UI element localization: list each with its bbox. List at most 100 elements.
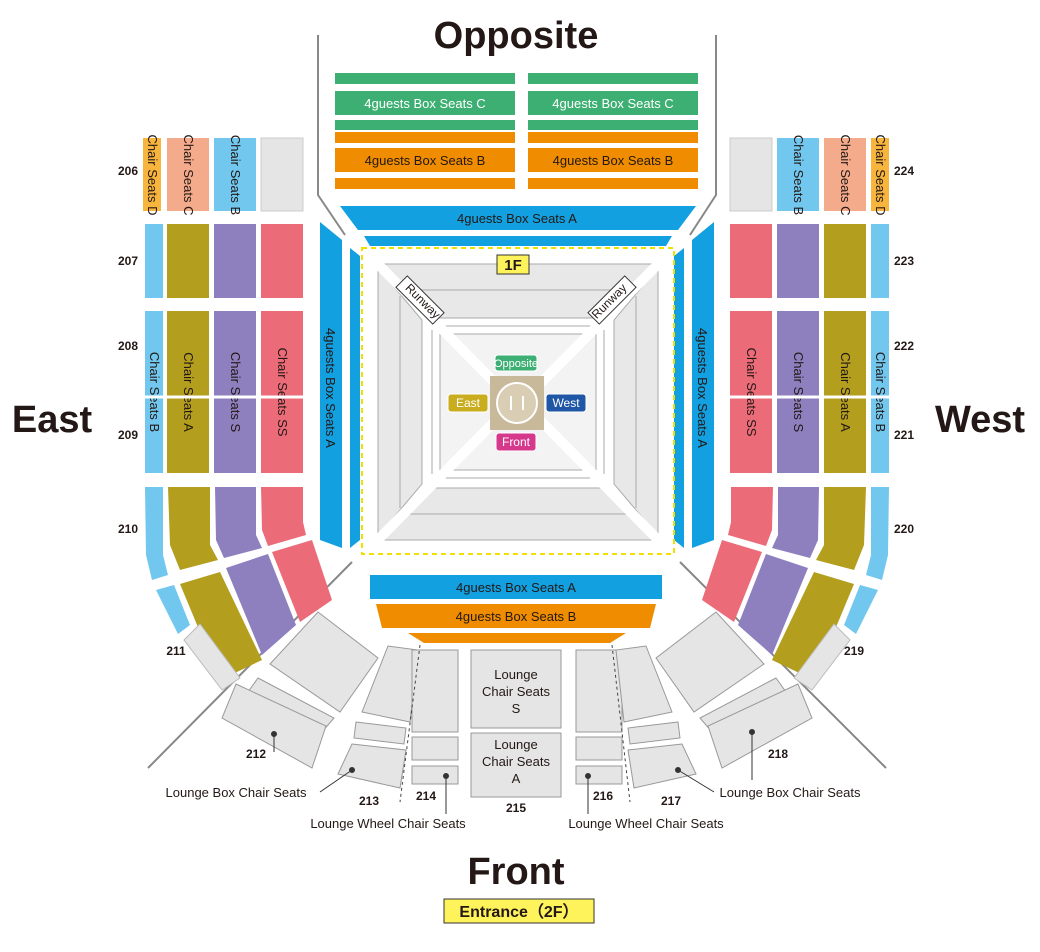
box-seats-b-strip[interactable] bbox=[528, 132, 698, 143]
chair-seats-c-224[interactable] bbox=[824, 138, 866, 211]
box-seats-b-label: 4guests Box Seats B bbox=[553, 153, 674, 168]
chair-seats-a-207[interactable] bbox=[167, 224, 209, 298]
lounge-box-212[interactable] bbox=[221, 683, 327, 769]
floor-1f-badge bbox=[496, 254, 530, 275]
runway-front-west bbox=[534, 414, 672, 554]
chair-seats-d-224[interactable] bbox=[871, 138, 889, 211]
chair-seats-s-211[interactable] bbox=[226, 554, 296, 655]
box-seats-b-strip[interactable] bbox=[335, 132, 515, 143]
chair-seats-s-219[interactable] bbox=[738, 554, 808, 655]
chair-seats-c-206[interactable] bbox=[167, 138, 209, 211]
chair-seats-a-219[interactable] bbox=[772, 572, 854, 680]
lounge-wheel-216[interactable] bbox=[575, 765, 623, 785]
gray-block-214-mid[interactable] bbox=[411, 736, 459, 761]
box-seats-c-strip[interactable] bbox=[335, 120, 515, 130]
chair-seats-ss-211[interactable] bbox=[272, 540, 332, 622]
section-222: 222 bbox=[894, 339, 914, 353]
gray-block-217-upper[interactable] bbox=[615, 645, 673, 723]
chair-seats-b-222-221[interactable] bbox=[871, 311, 889, 473]
gray-block-front-right-1[interactable] bbox=[655, 611, 765, 713]
chair-seats-s-label: Chair Seats S bbox=[228, 352, 243, 433]
box-seats-b-left[interactable] bbox=[335, 148, 515, 172]
chair-seats-b-220[interactable] bbox=[866, 487, 889, 580]
section-208: 208 bbox=[118, 339, 138, 353]
box-seats-a-opposite[interactable] bbox=[340, 206, 696, 230]
section-numbers: 206 207 208 209 210 211 212 213 214 215 … bbox=[118, 164, 914, 815]
gray-block-211[interactable] bbox=[183, 623, 241, 691]
gray-block-214-upper[interactable] bbox=[411, 649, 459, 733]
chair-seats-ss-223[interactable] bbox=[730, 224, 772, 298]
chair-seats-b-224[interactable] bbox=[777, 138, 819, 211]
gray-block-216-upper[interactable] bbox=[575, 649, 623, 733]
chair-seats-b-207[interactable] bbox=[145, 224, 163, 298]
lounge-s-line3: S bbox=[512, 701, 521, 716]
box-seats-a-east-strip[interactable] bbox=[350, 248, 360, 548]
chair-seats-b-label: Chair Seats B bbox=[873, 352, 888, 432]
box-seats-c-right[interactable] bbox=[528, 91, 698, 115]
chair-seats-s-220[interactable] bbox=[772, 487, 819, 558]
chair-seats-a-210[interactable] bbox=[168, 487, 218, 570]
gray-block-219[interactable] bbox=[793, 623, 851, 691]
box-seats-c-left[interactable] bbox=[335, 91, 515, 115]
chair-seats-a-211[interactable] bbox=[180, 572, 262, 680]
chair-seats-a-208-209[interactable] bbox=[167, 311, 209, 473]
gray-block-206[interactable] bbox=[260, 137, 304, 212]
entrance-badge[interactable] bbox=[443, 898, 595, 924]
chair-seats-d-206[interactable] bbox=[143, 138, 161, 211]
gray-block-216-mid[interactable] bbox=[575, 736, 623, 761]
direction-west: West bbox=[935, 399, 1025, 441]
lounge-chair-seats-s[interactable] bbox=[470, 649, 562, 729]
lounge-chair-seats-a[interactable] bbox=[470, 732, 562, 798]
chair-seats-a-222-221[interactable] bbox=[824, 311, 866, 473]
chair-seats-b-219[interactable] bbox=[844, 585, 878, 634]
gray-block-front-left-1[interactable] bbox=[269, 611, 379, 713]
box-seats-b-front-strip[interactable] bbox=[408, 633, 626, 643]
box-seats-c-strip[interactable] bbox=[335, 73, 515, 84]
chair-seats-b-210[interactable] bbox=[145, 487, 168, 580]
box-seats-a-opposite-strip[interactable] bbox=[364, 236, 672, 246]
lounge-wheel-214[interactable] bbox=[411, 765, 459, 785]
box-seats-a-label: 4guests Box Seats A bbox=[457, 211, 577, 226]
chair-seats-ss-208-209[interactable] bbox=[261, 311, 303, 473]
svg-text:1F: 1F bbox=[504, 257, 522, 274]
chair-seats-a-220[interactable] bbox=[816, 487, 866, 570]
chair-seats-b-211[interactable] bbox=[156, 585, 190, 634]
lounge-box-213[interactable] bbox=[337, 743, 407, 789]
box-seats-a-front[interactable] bbox=[370, 575, 662, 599]
chair-seats-ss-210[interactable] bbox=[261, 487, 306, 546]
chair-seats-ss-207[interactable] bbox=[261, 224, 303, 298]
east-stands: Chair Seats D Chair Seats C Chair Seats … bbox=[143, 135, 332, 691]
lounge-s-line2: Chair Seats bbox=[482, 684, 550, 699]
chair-seats-s-222-221[interactable] bbox=[777, 311, 819, 473]
chair-seats-s-208-209[interactable] bbox=[214, 311, 256, 473]
gray-block-217-mid[interactable] bbox=[627, 721, 681, 745]
chair-seats-b-208-209[interactable] bbox=[145, 311, 163, 473]
box-seats-a-west[interactable] bbox=[692, 222, 714, 548]
lounge-s-line1: Lounge bbox=[494, 667, 537, 682]
chair-seats-s-210[interactable] bbox=[215, 487, 262, 558]
box-seats-c-strip[interactable] bbox=[528, 120, 698, 130]
lounge-box-217[interactable] bbox=[627, 743, 697, 789]
chair-seats-a-223[interactable] bbox=[824, 224, 866, 298]
chair-seats-s-223[interactable] bbox=[777, 224, 819, 298]
box-seats-b-strip[interactable] bbox=[335, 178, 515, 189]
chair-seats-ss-219[interactable] bbox=[702, 540, 762, 622]
chair-seats-b-223[interactable] bbox=[871, 224, 889, 298]
gray-block-224[interactable] bbox=[729, 137, 773, 212]
box-seats-c-strip[interactable] bbox=[528, 73, 698, 84]
direction-opposite: Opposite bbox=[434, 15, 599, 57]
chair-seats-b-label: Chair Seats B bbox=[791, 135, 806, 215]
lounge-box-218[interactable] bbox=[707, 683, 813, 769]
box-seats-a-west-strip[interactable] bbox=[674, 248, 684, 548]
box-seats-b-strip[interactable] bbox=[528, 178, 698, 189]
box-seats-b-front[interactable] bbox=[376, 604, 656, 628]
gray-block-213-mid[interactable] bbox=[353, 721, 407, 745]
chair-seats-s-207[interactable] bbox=[214, 224, 256, 298]
box-seats-a-east[interactable] bbox=[320, 222, 342, 548]
box-seats-b-right[interactable] bbox=[528, 148, 698, 172]
chair-seats-ss-220[interactable] bbox=[728, 487, 773, 546]
chair-seats-b-206[interactable] bbox=[214, 138, 256, 211]
chair-seats-ss-222-221[interactable] bbox=[730, 311, 772, 473]
section-211: 211 bbox=[166, 644, 186, 658]
